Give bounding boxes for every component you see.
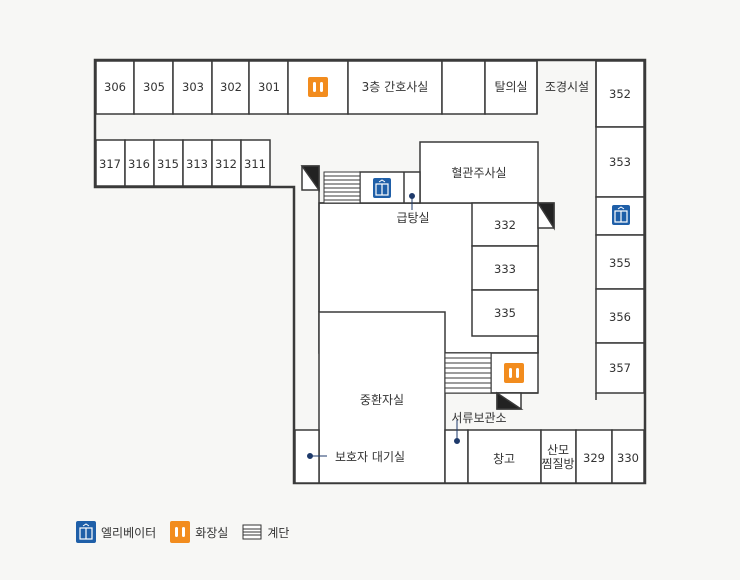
- stairs-upper-icon: [323, 171, 361, 204]
- room-312[interactable]: [211, 139, 242, 187]
- room-labels: 306 305 303 302 301 3층 간호사실 탈의실 조경시설 352…: [99, 80, 639, 471]
- label-injection: 혈관주사실: [451, 166, 506, 180]
- room-blank: [441, 60, 486, 115]
- core-block: [318, 141, 539, 484]
- legend-restroom: 화장실: [170, 521, 228, 543]
- label-313: 313: [186, 157, 208, 171]
- label-records: 서류보관소: [451, 411, 506, 425]
- room-333[interactable]: [471, 245, 539, 291]
- label-312: 312: [215, 157, 237, 171]
- left-row-rooms: [95, 139, 271, 187]
- room-317[interactable]: [95, 139, 126, 187]
- room-303[interactable]: [172, 60, 213, 115]
- label-333: 333: [494, 262, 516, 276]
- label-317: 317: [99, 157, 121, 171]
- restroom-icon[interactable]: [504, 363, 524, 383]
- label-storage: 창고: [493, 452, 515, 466]
- room-storage[interactable]: [467, 429, 542, 484]
- label-335: 335: [494, 306, 516, 320]
- legend: 엘리베이터 화장실 계단: [76, 521, 297, 543]
- label-332: 332: [494, 218, 516, 232]
- legend-elevator: 엘리베이터: [76, 521, 156, 543]
- label-357: 357: [609, 361, 631, 375]
- legend-stairs: 계단: [242, 521, 289, 543]
- label-315: 315: [157, 157, 179, 171]
- label-sanmo-1: 산모: [547, 443, 569, 457]
- label-306: 306: [104, 80, 126, 94]
- label-pantry: 급탕실: [396, 211, 429, 225]
- room-357[interactable]: [595, 342, 645, 394]
- restroom-icon[interactable]: [308, 77, 328, 97]
- top-row-rooms: [95, 60, 645, 394]
- label-nurse: 3층 간호사실: [362, 80, 429, 94]
- room-dressing[interactable]: [484, 60, 538, 115]
- label-lighting: 조경시설: [545, 80, 589, 94]
- label-sanmo-2: 찜질방: [541, 457, 574, 471]
- label-icu: 중환자실: [360, 393, 404, 407]
- room-335[interactable]: [471, 289, 539, 337]
- room-313[interactable]: [182, 139, 213, 187]
- stairs-icon: [242, 524, 262, 540]
- bottom-row-rooms: [294, 429, 645, 484]
- elevator-icon[interactable]: [373, 178, 391, 198]
- label-352: 352: [609, 87, 631, 101]
- legend-stairs-label: 계단: [267, 525, 290, 540]
- stairs-lower-icon: [444, 352, 492, 394]
- label-329: 329: [583, 451, 605, 465]
- elevator-icon: [76, 521, 96, 543]
- label-353: 353: [609, 155, 631, 169]
- label-316: 316: [128, 157, 150, 171]
- restroom-icon: [170, 521, 191, 543]
- label-waiting: 보호자 대기실: [335, 450, 405, 464]
- label-303: 303: [182, 80, 204, 94]
- room-315[interactable]: [153, 139, 184, 187]
- legend-elevator-label: 엘리베이터: [101, 525, 157, 540]
- label-311: 311: [244, 157, 266, 171]
- room-311[interactable]: [240, 139, 271, 187]
- label-305: 305: [143, 80, 165, 94]
- door-markers: [300, 165, 555, 410]
- room-icu[interactable]: [318, 311, 446, 484]
- legend-restroom-label: 화장실: [195, 525, 229, 540]
- room-353[interactable]: [595, 126, 645, 198]
- label-355: 355: [609, 256, 631, 270]
- room-nurse[interactable]: [347, 60, 443, 115]
- label-301: 301: [258, 80, 280, 94]
- elevator-icon[interactable]: [612, 205, 630, 225]
- label-330: 330: [617, 451, 639, 465]
- label-dressing: 탈의실: [494, 80, 527, 94]
- room-302[interactable]: [211, 60, 250, 115]
- label-356: 356: [609, 310, 631, 324]
- room-306[interactable]: [95, 60, 135, 115]
- room-330[interactable]: [611, 429, 645, 484]
- room-356[interactable]: [595, 288, 645, 344]
- room-355[interactable]: [595, 234, 645, 290]
- label-302: 302: [220, 80, 242, 94]
- leader-lines: [307, 193, 460, 459]
